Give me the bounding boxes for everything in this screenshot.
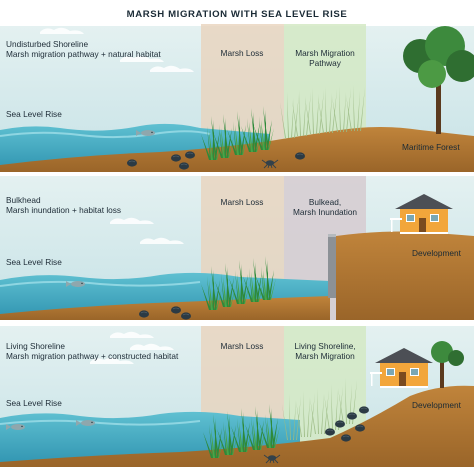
panel-undisturbed	[0, 24, 474, 172]
panel-3-band-line2: Marsh Migration	[295, 351, 355, 361]
panel-2-land-label: Development	[412, 248, 461, 258]
panel-1-header-line2: Marsh migration pathway + natural habita…	[6, 49, 161, 59]
panel-2-band-line2: Marsh Inundation	[292, 207, 358, 217]
panel-2-header-line1: Bulkhead	[6, 195, 41, 205]
panel-2-sea-level-label: Sea Level Rise	[6, 257, 62, 267]
panel-3-land-label: Development	[412, 400, 461, 410]
bulkhead-wall	[328, 234, 336, 298]
panel-1-band-line1: Marsh Migration	[295, 48, 355, 58]
panel-3-band-line1: Living Shoreline,	[294, 341, 356, 351]
panel-2-band-line1: Bulkead,	[308, 197, 342, 207]
panel-2-marsh-loss-label: Marsh Loss	[220, 197, 264, 207]
panel-1-land-label: Maritime Forest	[402, 142, 460, 152]
panel-bulkhead	[0, 176, 474, 320]
panel-2-header-line2: Marsh inundation + habitat loss	[6, 205, 122, 215]
panel-3-header-line1: Living Shoreline	[6, 341, 66, 351]
panel-1-sea-level-label: Sea Level Rise	[6, 109, 62, 119]
panel-living-shoreline	[0, 324, 474, 467]
diagram-title: MARSH MIGRATION WITH SEA LEVEL RISE	[126, 9, 348, 20]
panel-1-marsh-loss-label: Marsh Loss	[220, 48, 264, 58]
panel-1-band-line2: Pathway	[309, 58, 341, 68]
panel-3-header-line2: Marsh migration pathway + constructed ha…	[6, 351, 179, 361]
panel-3-marsh-loss-label: Marsh Loss	[220, 341, 264, 351]
panel-1-header-line1: Undisturbed Shoreline	[6, 39, 89, 49]
panel-3-sea-level-label: Sea Level Rise	[6, 398, 62, 408]
